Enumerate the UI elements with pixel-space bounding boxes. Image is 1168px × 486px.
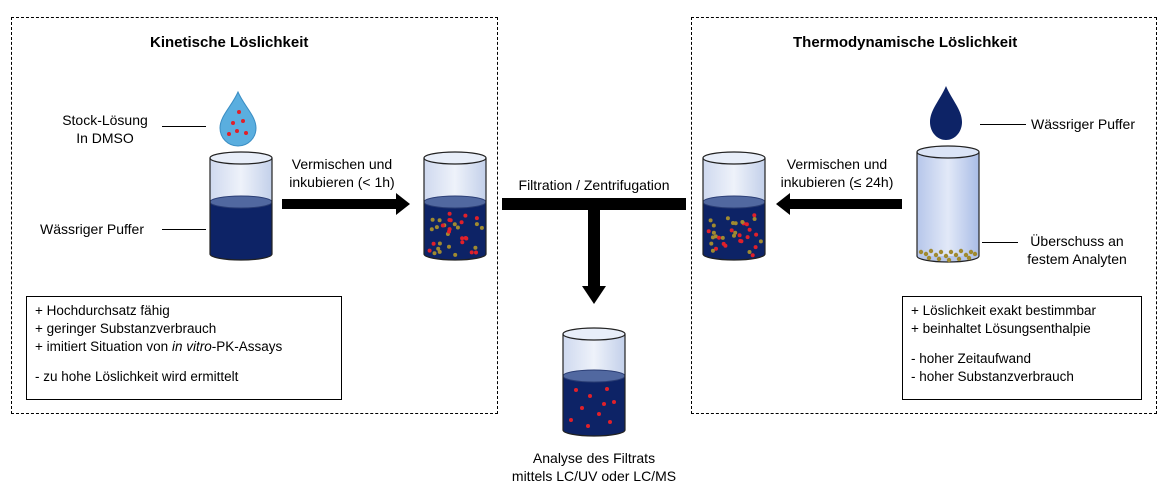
mix-label-right: Vermischen und inkubieren (≤ 24h) [780,156,894,190]
particle [440,223,445,228]
particle [455,225,460,230]
particle [474,216,479,221]
buffer-beaker-icon [209,151,273,261]
particle [714,246,718,251]
particle [430,217,435,222]
particle [739,239,744,244]
particle [710,235,715,240]
particle [460,236,465,241]
particle [460,240,465,245]
particle [740,220,745,224]
particle [431,241,436,246]
particle [711,230,716,235]
kinetic-panel [11,17,498,414]
particle [752,217,757,221]
particle [447,227,452,232]
thermodynamic-particles [706,213,763,258]
particle [710,248,715,253]
particle [448,218,453,223]
particle [720,235,725,240]
excess-solid-label: Überschuss an festem Analyten [1027,233,1127,267]
arrow-right-icon [282,193,410,215]
particle [453,252,458,257]
particle [708,218,713,223]
particle [750,253,755,258]
particle [709,241,714,246]
kinetic-title: Kinetische Löslichkeit [150,34,309,51]
thermodynamic-mixture-beaker-icon [702,151,766,261]
particle [463,236,468,240]
particle [733,221,738,226]
thermodynamic-panel [691,17,1157,414]
particle [469,250,474,255]
filtration-label: Filtration / Zentrifugation [518,177,670,193]
particle [474,222,479,227]
particle [474,250,478,255]
kinetic-info-line-1: + Hochdurchsatz fähig [35,303,170,318]
particle [479,225,484,230]
particle [452,222,457,227]
particle [711,223,716,228]
particle [758,239,763,244]
buffer-label-right: Wässriger Puffer [1031,116,1135,132]
particle [732,233,736,238]
thermo-info-line-3: - hoher Zeitaufwand [911,351,1032,366]
particle [447,244,451,249]
filtration-arrow-icon [502,198,686,304]
particle [429,227,434,232]
particle [752,213,757,218]
kinetic-info-line-4: - zu hohe Löslichkeit wird ermittelt [35,369,239,384]
particle [753,245,758,250]
kinetic-info-box: + Hochdurchsatz fähig + geringer Substan… [26,296,342,400]
particle [437,249,442,254]
particle [432,251,437,256]
particle [427,248,432,253]
buffer-pointer-line-left [162,229,206,231]
excess-solid-beaker-icon [916,145,980,263]
buffer-label-left: Wässriger Puffer [40,221,144,237]
particle [747,250,752,254]
particle [437,241,442,246]
mix-label-left: Vermischen und inkubieren (< 1h) [289,156,395,190]
buffer-droplet-icon [930,86,962,140]
particle [725,216,730,221]
particle [459,220,464,225]
kinetic-particles [427,211,484,257]
particle [434,225,439,230]
buffer-pointer-line-right [980,124,1026,126]
thermo-info-line-2: + beinhaltet Lösungsenthalpie [911,321,1091,336]
particle [706,229,711,234]
kinetic-info-line-3: + imitiert Situation von in vitro-PK-Ass… [35,339,283,354]
particle [473,245,478,250]
particle [729,228,734,233]
kinetic-info-line-2: + geringer Substanzverbrauch [35,321,217,336]
arrow-left-icon [776,193,902,215]
particle [447,211,452,216]
particle [436,246,441,251]
stock-pointer-line [162,126,206,128]
analysis-label: Analyse des Filtrats mittels LC/UV oder … [511,450,677,484]
thermodynamic-info-box: + Löslichkeit exakt bestimmbar + beinhal… [902,296,1142,400]
thermodynamic-title: Thermodynamische Löslichkeit [793,34,1018,51]
stock-solution-label: Stock-Lösung In DMSO [62,112,148,146]
particle [745,235,750,240]
particle [717,235,721,240]
particle [737,233,742,238]
particle [747,227,752,232]
thermo-info-line-4: - hoher Substanzverbrauch [911,369,1074,384]
excess-pointer-line [982,242,1018,244]
stock-droplet-icon [219,90,257,147]
particle [437,218,442,223]
particle [754,232,759,237]
filtrate-beaker-icon [562,327,626,437]
particle [744,222,749,227]
particle [463,213,468,218]
kinetic-mixture-beaker-icon [423,151,487,261]
thermo-info-line-1: + Löslichkeit exakt bestimmbar [911,303,1096,318]
particle [721,241,726,246]
